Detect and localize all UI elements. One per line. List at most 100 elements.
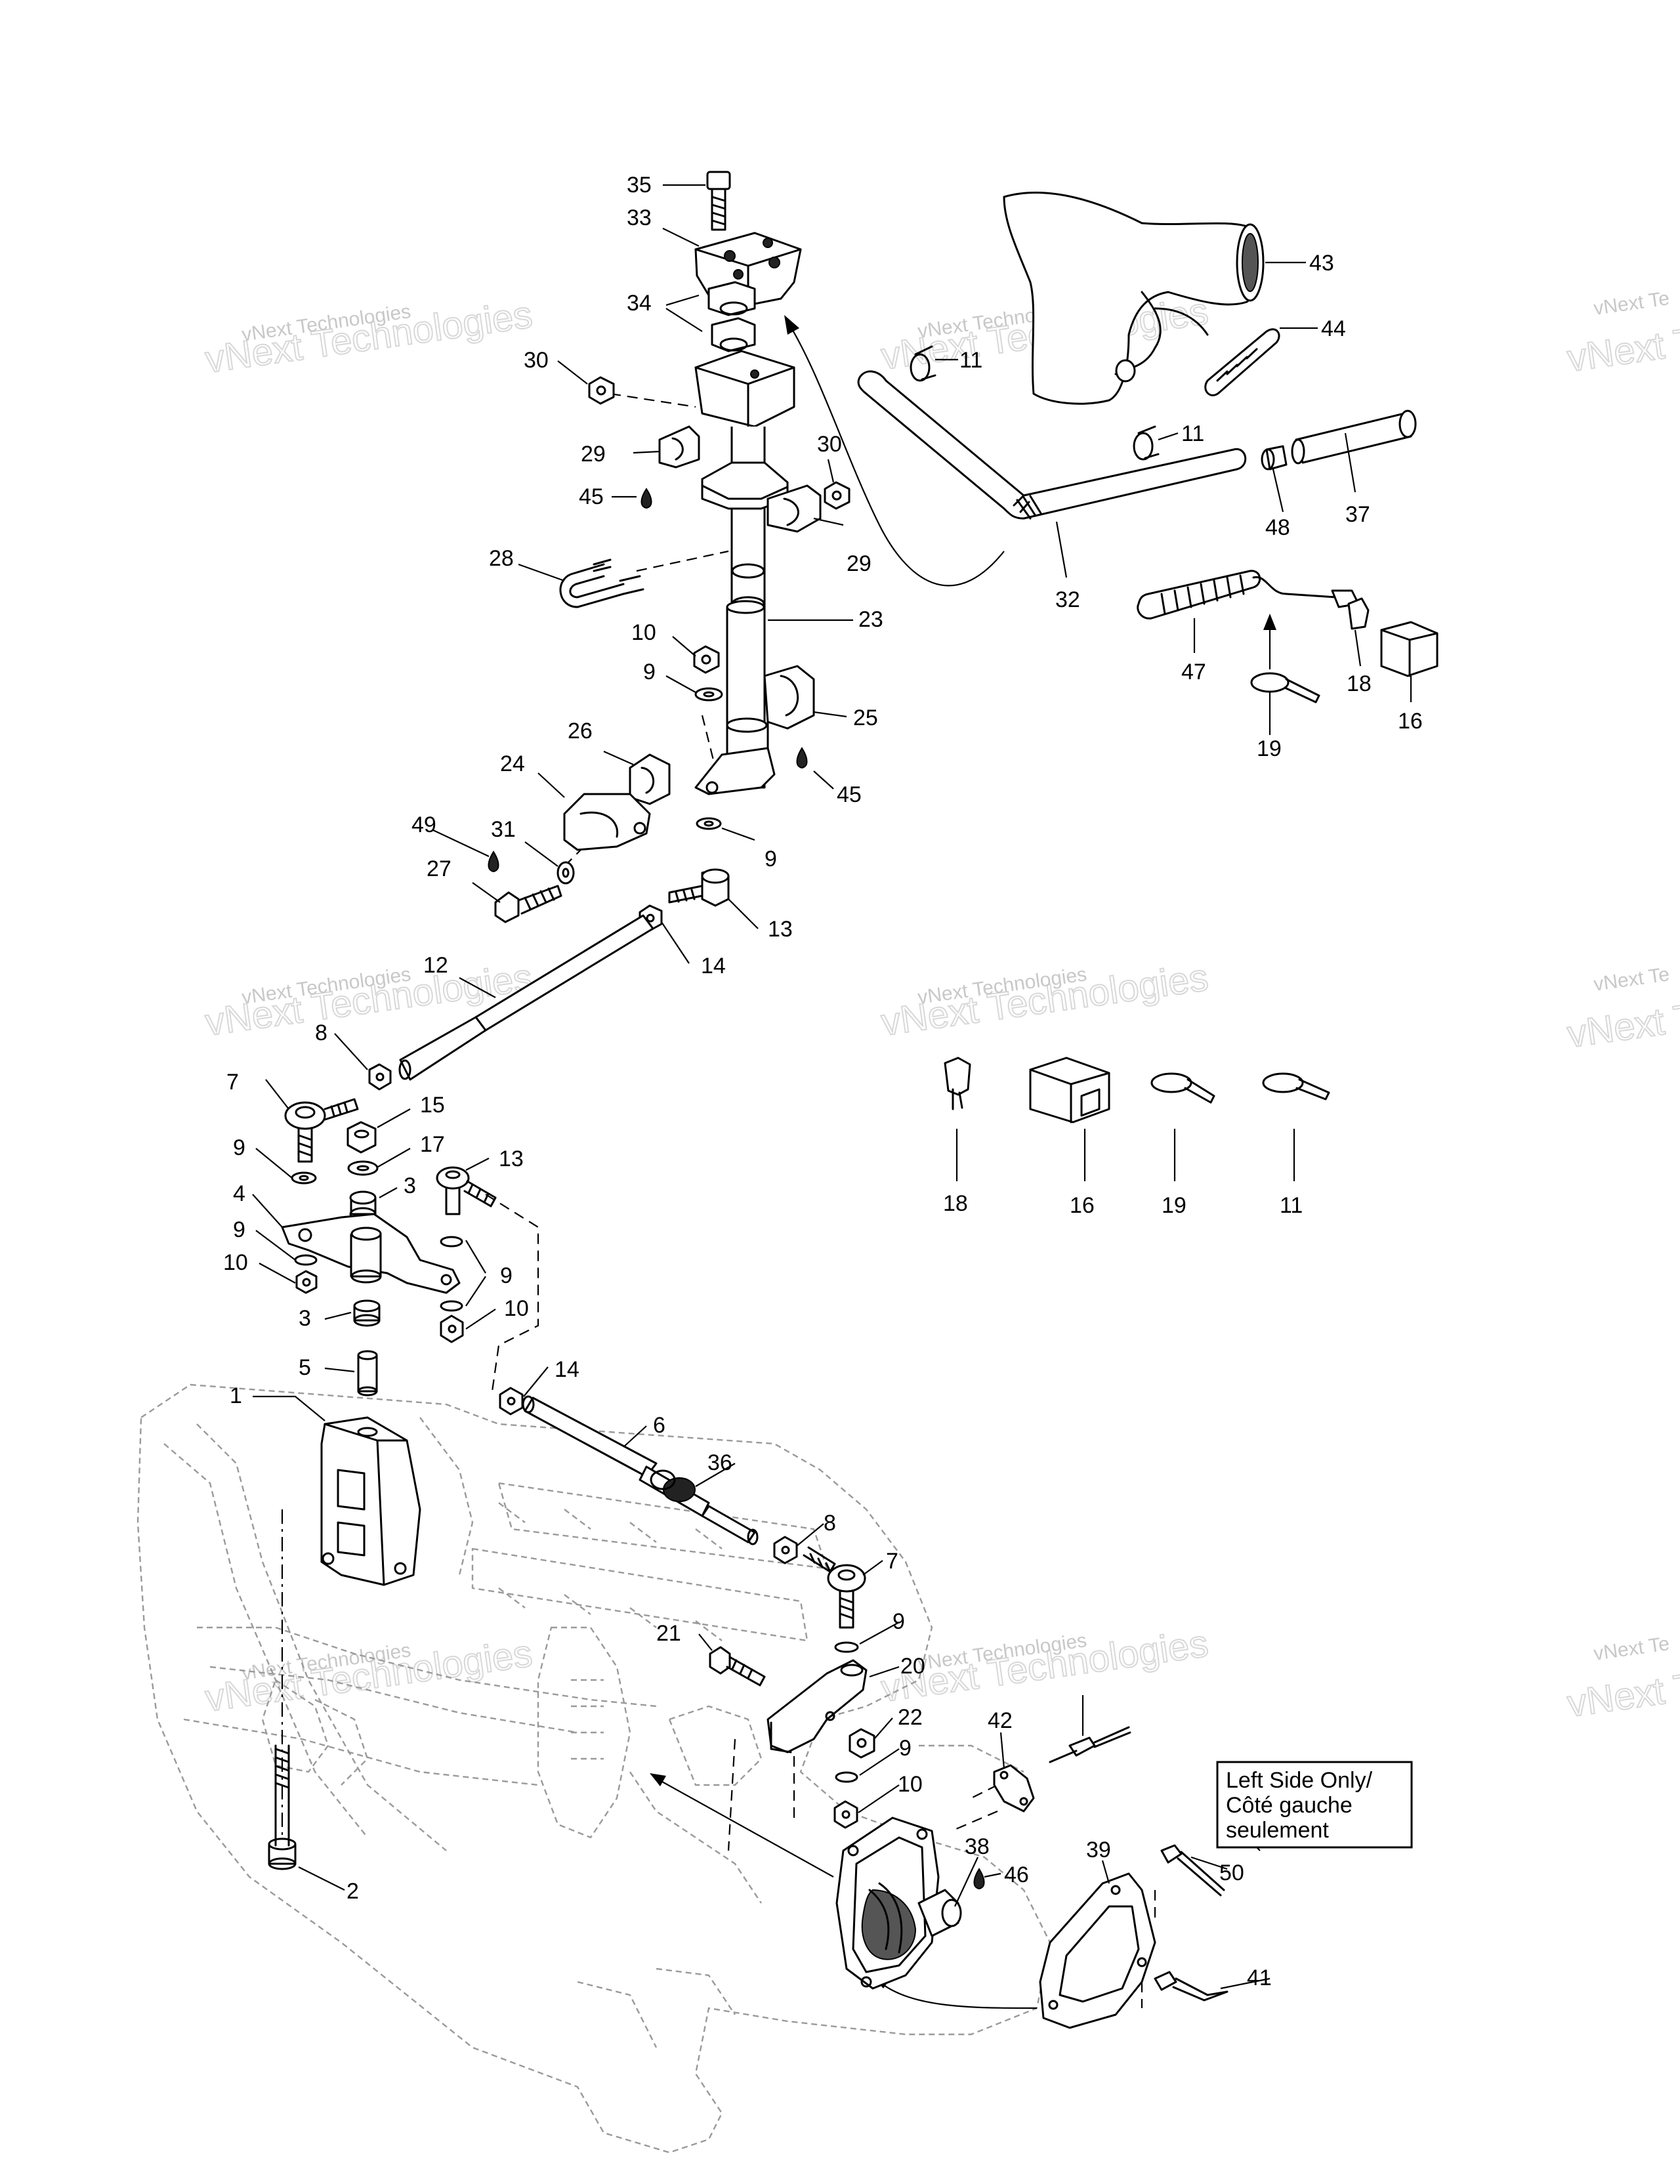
watermark-big-text: vNext Techn [1564,1654,1680,1725]
watermark-big-text: vNext Techn [1564,308,1680,380]
callout-25: 25 [853,705,878,730]
part-24-bracket [563,793,651,851]
watermark-big-text: vNext Techn [1564,984,1680,1056]
part-48-end-cap [1261,445,1288,471]
callout-9-right: 9 [500,1263,513,1288]
part-20-pitman-arm [766,1659,868,1754]
part-13-bolt-lower [436,1166,497,1215]
callout-7-lower: 7 [886,1549,898,1574]
steering-column-assembly [268,171,1228,2029]
callout-34: 34 [627,291,652,316]
callout-16-a: 16 [1398,709,1423,734]
part-9-washer-mid [696,817,722,830]
callout-9-left-upper: 9 [233,1135,245,1160]
watermark-mc: vNext Technologies vNext Technologies [878,956,1211,1045]
callout-16-b: 16 [1070,1193,1095,1218]
part-28-u-bolt [559,558,644,608]
part-12-tie-rod [398,914,654,1081]
callout-2: 2 [346,1879,359,1904]
callout-44: 44 [1321,316,1346,341]
part-10-nut-lower [833,1800,858,1829]
callout-37: 37 [1345,502,1370,527]
part-2-bolt [268,1744,297,1870]
part-11-clamp-a [910,345,936,382]
part-34-bushings [707,281,756,352]
part-32-handlebar [857,370,1247,520]
callout-6: 6 [653,1413,665,1438]
part-30-nut-right [824,481,850,510]
part-10-nut-upper [693,645,720,674]
part-31-washer [556,861,575,885]
part-26-clamp [629,753,671,805]
callout-18-b: 18 [943,1191,968,1216]
part-36-boot [650,1469,696,1502]
callout-19-b: 19 [1162,1193,1186,1218]
callout-35: 35 [627,173,652,198]
callout-9-left-lower: 9 [233,1217,245,1242]
callout-8-upper: 8 [315,1020,327,1045]
part-19-cable-tie [1250,672,1320,704]
part-46-grease-drop [973,1868,985,1890]
part-9-washer-left-upper [291,1171,317,1185]
part-49-grease-drop [488,850,499,873]
part-16-connector-loose [1029,1057,1110,1124]
part-50-rivet [1160,1844,1225,1897]
watermark-br: vNext Techn vNext Te [1564,1633,1680,1726]
left-side-only-note: Left Side Only/ Côté gauche seulement [1216,1761,1413,1849]
callout-45-top: 45 [579,484,604,509]
callout-9-lower-b: 9 [899,1736,912,1761]
callout-30-right: 30 [817,432,842,457]
callout-47: 47 [1181,660,1206,684]
callout-22: 22 [898,1705,923,1730]
callout-29-left: 29 [581,442,606,467]
part-17-washer [347,1160,379,1176]
callout-32: 32 [1055,587,1080,612]
callout-33: 33 [627,205,652,230]
callout-5: 5 [299,1355,311,1380]
callout-46: 46 [1004,1862,1029,1887]
callout-11-b: 11 [1181,421,1204,446]
part-38-bellows [835,1816,962,1990]
callout-leaders [252,184,1412,1990]
callout-3-lower: 3 [299,1306,311,1331]
part-23-steering-column [694,600,776,795]
part-29-clamp-right [766,484,822,533]
part-35-bolt [706,171,731,231]
part-45-grease-drop-bottom [796,747,808,769]
watermark-text: vNext Te [1592,1633,1671,1665]
part-11-clamp-loose [1262,1072,1330,1101]
callout-36: 36 [707,1450,732,1475]
part-43-handlebar-pad [1003,192,1265,405]
note-line-2: Côté gauche [1226,1793,1353,1818]
part-9-washer-lower-a [834,1641,859,1653]
callout-27: 27 [427,856,452,881]
part-11-clamp-b [1133,425,1160,461]
part-18-terminal-loose [944,1057,971,1110]
callout-10-left: 10 [223,1250,248,1275]
part-45-grease-drop-top [640,488,652,509]
callout-38: 38 [965,1834,990,1859]
part-41-rivet [1154,1971,1228,2002]
part-7-rod-end-upper [284,1098,359,1163]
callout-20: 20 [900,1654,925,1679]
callout-26: 26 [568,719,593,744]
callout-7-upper: 7 [226,1070,239,1095]
part-3-bushing-upper [349,1190,377,1221]
part-5-spacer [357,1350,378,1396]
note-line-1: Left Side Only/ [1226,1768,1373,1793]
callout-14-upper: 14 [701,954,726,978]
loose-parts-group [944,1057,1330,1181]
watermark-text: vNext Te [1592,287,1671,320]
callout-10-upper: 10 [631,620,656,645]
part-4-steering-arm [281,1213,461,1294]
callout-31: 31 [491,817,516,842]
part-22-nut [849,1728,875,1759]
watermark-tr: vNext Techn vNext Te [1564,287,1680,381]
callout-11-a: 11 [959,348,982,373]
part-25-clamp [763,665,815,730]
leader-lines [281,315,1276,2009]
callout-30-left: 30 [524,348,549,373]
callout-48: 48 [1265,515,1290,540]
watermark-bc: vNext Technologies vNext Technologies [878,1622,1211,1711]
callout-8-lower: 8 [824,1511,836,1536]
